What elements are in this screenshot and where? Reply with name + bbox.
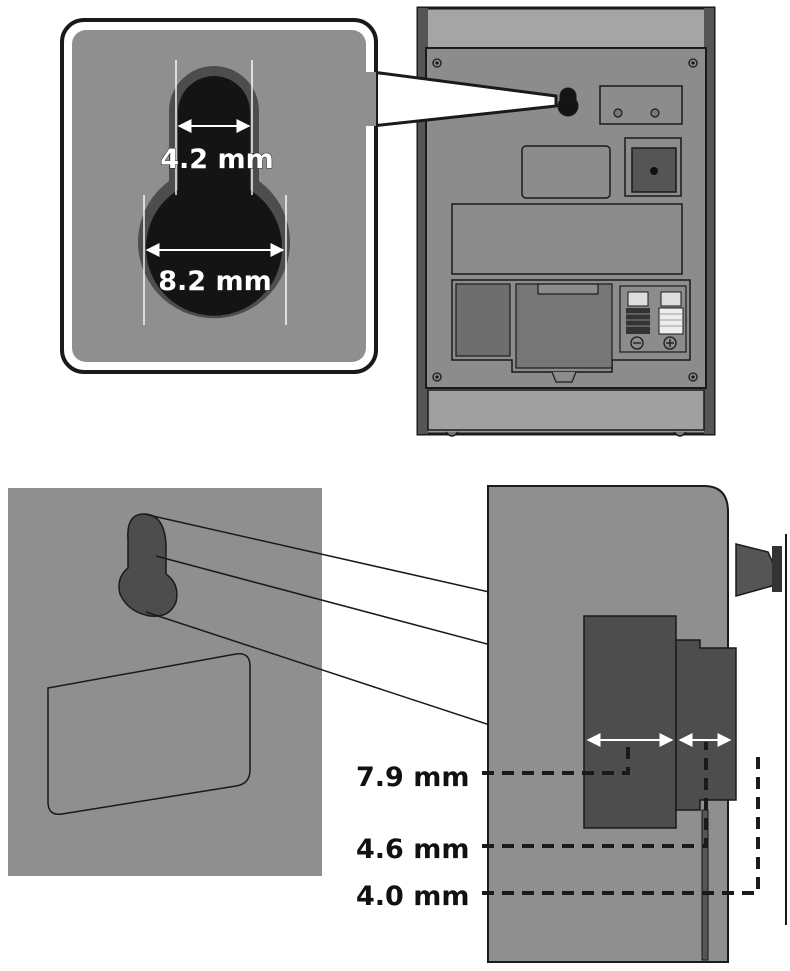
- depth-label-7-9: 7.9 mm: [356, 762, 470, 793]
- depth-label-4-0: 4.0 mm: [356, 881, 470, 912]
- keyhole-zoom-callout: 4.2 mm 8.2 mm: [62, 20, 376, 372]
- inner-width-label: 4.2 mm: [160, 144, 274, 175]
- depth-label-4-6: 4.6 mm: [356, 834, 470, 865]
- speaker-rear-view: [418, 8, 714, 436]
- side-section-view: 7.9 mm 4.6 mm 4.0 mm: [356, 486, 786, 962]
- perspective-panel: [8, 488, 322, 876]
- outer-width-label: 8.2 mm: [158, 266, 272, 297]
- keyhole-slot: [558, 88, 578, 116]
